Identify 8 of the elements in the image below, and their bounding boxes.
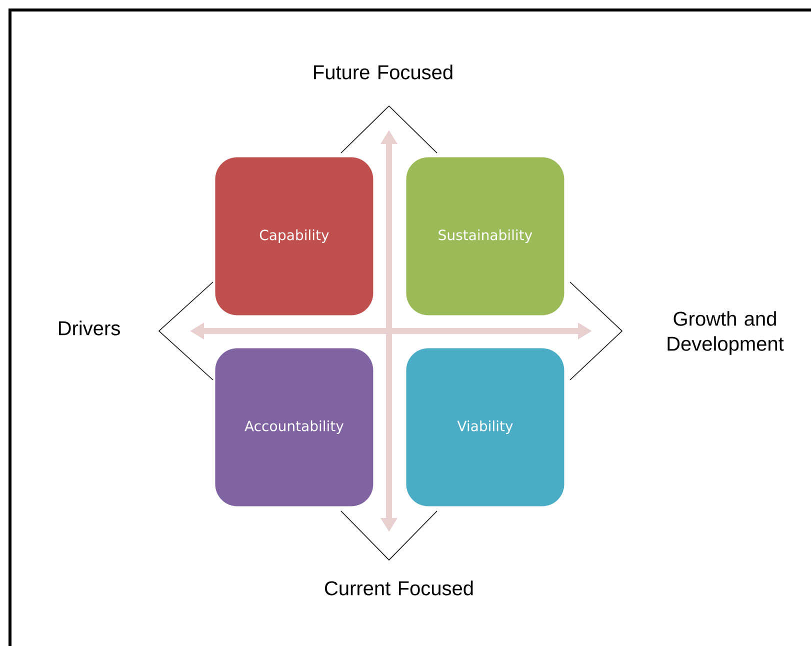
axis-label: Growth and Development (668, 311, 784, 355)
quadrant-box: Viability (406, 348, 564, 506)
quadrant-box: Sustainability (406, 157, 564, 316)
axis-label: Current Focused (325, 580, 473, 596)
axis-label: Future Focused (314, 64, 452, 80)
quadrant-box: Capability (215, 157, 374, 316)
axis-label: Drivers (58, 320, 120, 336)
quadrant-box: Accountability (215, 348, 374, 506)
